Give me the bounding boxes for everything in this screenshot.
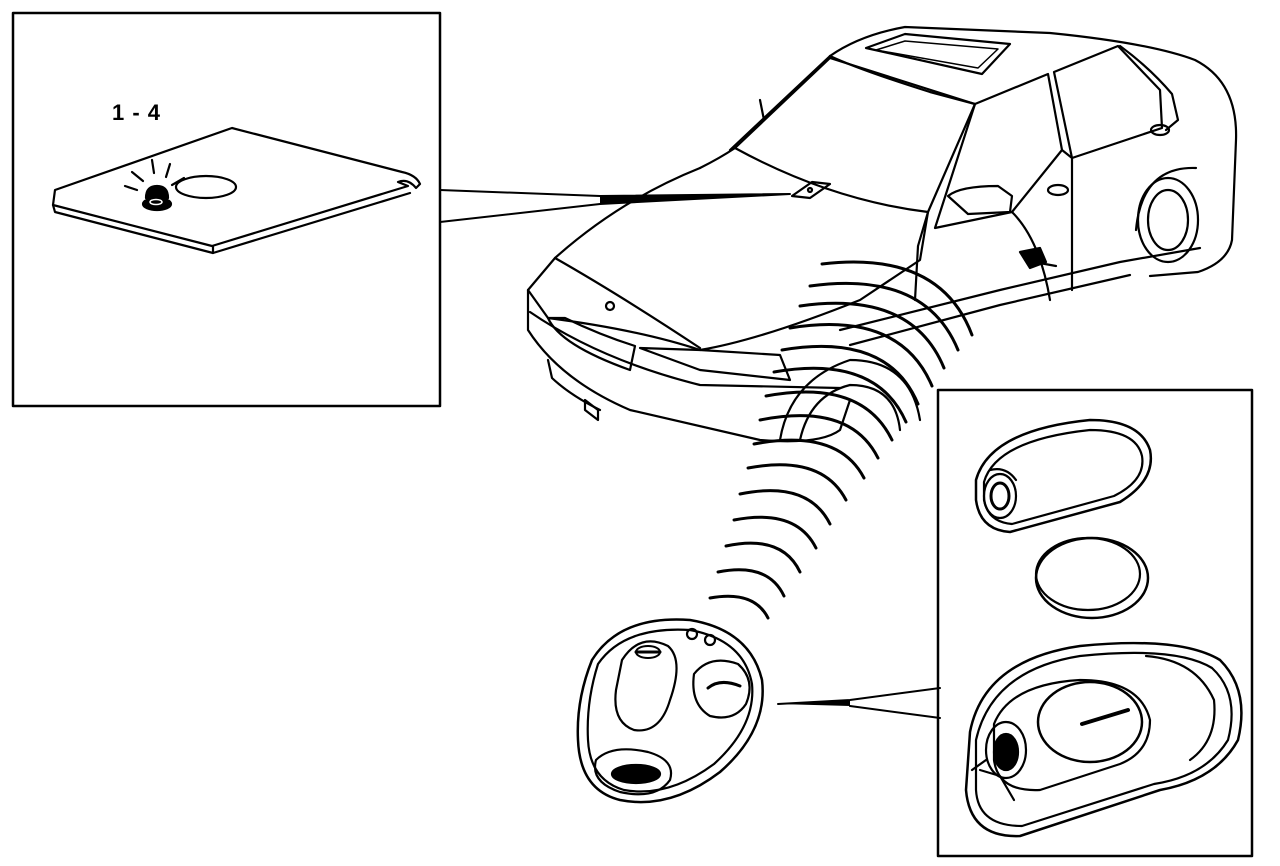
side-mirror xyxy=(946,184,1014,216)
headlight-left xyxy=(546,316,637,372)
battery-inset-frame xyxy=(936,388,1254,858)
windscreen xyxy=(733,56,977,214)
door-handle-rear xyxy=(1149,123,1171,137)
front-bumper xyxy=(526,288,852,443)
door-lock-icon xyxy=(1018,246,1058,270)
fob-cover-icon xyxy=(974,418,1153,534)
led-inset-label: 1 - 4 xyxy=(112,100,162,125)
car-led-panel xyxy=(790,180,832,200)
led-inset-frame xyxy=(11,11,442,408)
remote-key-fob xyxy=(576,618,941,804)
led-flash-rays xyxy=(123,158,186,192)
unlock-button-icon xyxy=(614,640,678,732)
battery-inset xyxy=(936,388,1254,858)
fob-base-open-icon xyxy=(964,641,1243,838)
signal-waves-remote xyxy=(708,463,848,620)
fob-led-icon xyxy=(685,627,699,641)
sunroof xyxy=(864,32,1012,76)
signal-waves-car xyxy=(752,260,974,480)
hood xyxy=(526,166,930,352)
headlight-right xyxy=(638,346,792,382)
key-ring-loop xyxy=(593,748,673,796)
callout-fob xyxy=(777,687,941,705)
panel-hole xyxy=(174,174,238,200)
front-door-window xyxy=(933,72,1064,230)
panel-plate xyxy=(51,126,422,248)
coin-battery-icon xyxy=(1034,536,1150,620)
boot-button-icon xyxy=(692,659,751,719)
led-icon xyxy=(141,184,173,212)
door-handle-front xyxy=(1046,183,1070,197)
rear-door-window xyxy=(1052,44,1164,160)
led-inset xyxy=(11,11,791,408)
car-illustration xyxy=(526,25,1238,443)
